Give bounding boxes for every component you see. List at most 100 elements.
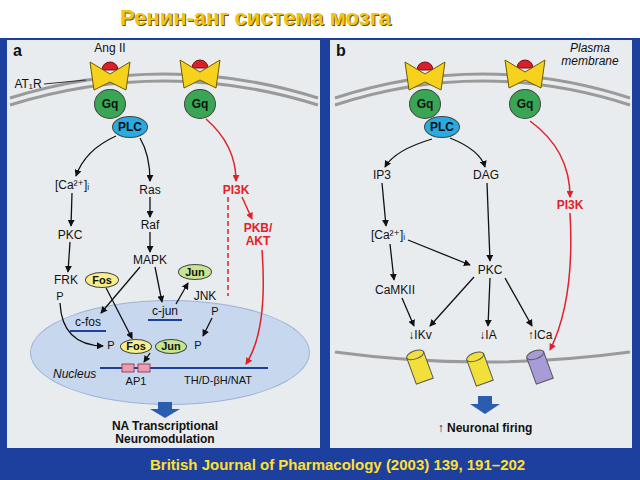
label-text: Plasma membrane xyxy=(561,41,618,68)
pathway-label: P xyxy=(211,305,218,318)
protein-oval: PLC xyxy=(112,116,148,138)
blue-frame xyxy=(0,38,640,480)
node-text: PLC xyxy=(118,121,142,133)
node-text: Gq xyxy=(102,98,119,110)
pathway-label: P xyxy=(56,290,63,303)
block-arrow xyxy=(470,396,500,414)
cell-membrane xyxy=(10,74,630,362)
label-text: c-fos xyxy=(75,315,101,329)
label-text: DAG xyxy=(473,168,499,182)
pathway-label: PKC xyxy=(478,264,503,277)
pathway-label: c-fos xyxy=(75,316,101,329)
angiotensin-ligand xyxy=(517,60,533,68)
pathway-label: Ang II xyxy=(94,42,125,55)
node-text: Gq xyxy=(517,98,534,110)
pathway-label: [Ca²⁺]ᵢ xyxy=(55,179,89,192)
label-text: MAPK xyxy=(133,253,167,267)
pathway-label: ↓IA xyxy=(479,329,496,342)
label-text: AT₁R xyxy=(14,77,41,91)
label-text: P xyxy=(194,339,201,351)
label-text: ↑ICa xyxy=(528,328,553,342)
pathway-label: CaMKII xyxy=(375,284,415,297)
protein-oval: Gq xyxy=(94,89,126,119)
label-text: Raf xyxy=(141,218,160,232)
caption: British Journal of Pharmacology (2003) 1… xyxy=(150,456,525,473)
protein-oval: Gq xyxy=(509,89,541,119)
at1-receptor xyxy=(505,60,545,88)
channel-top xyxy=(405,348,425,362)
pathway-label: ↑ICa xyxy=(528,329,553,342)
node-text: Fos xyxy=(126,341,146,352)
label-text: NA Transcriptional Neuromodulation xyxy=(112,419,218,446)
pathway-label: PKB/ AKT xyxy=(238,222,278,248)
receptor-symbols xyxy=(90,60,545,90)
pathway-label: PI3K xyxy=(557,199,584,212)
node-text: Fos xyxy=(92,275,112,286)
at1-receptor xyxy=(180,60,220,88)
pathway-arrows xyxy=(60,136,532,362)
node-text: Gq xyxy=(192,98,209,110)
pathway-label: P xyxy=(194,339,201,352)
label-text: P xyxy=(56,290,63,302)
pathway-label: MAPK xyxy=(133,254,167,267)
pathway-label: PI3K xyxy=(223,184,250,197)
angiotensin-ligand xyxy=(102,62,118,70)
node-text: Jun xyxy=(161,341,181,352)
pathway-label: ↓IKv xyxy=(408,329,431,342)
label-text: PI3K xyxy=(223,183,250,197)
pathway-label: Plasma membrane xyxy=(550,42,630,68)
label-text: [Ca²⁺]ᵢ xyxy=(55,178,89,192)
node-text: Gq xyxy=(417,98,434,110)
label-text: PKB/ AKT xyxy=(244,221,273,248)
protein-oval: Fos xyxy=(85,272,119,288)
node-text: b xyxy=(336,42,346,60)
label-text: Ang II xyxy=(94,41,125,55)
figure-panel: bGqPLC Gq xyxy=(330,40,632,448)
pathway-label: IP3 xyxy=(373,169,391,182)
channel-top xyxy=(465,350,485,364)
node-text: Nucleus xyxy=(53,367,96,381)
ion-channel-symbols xyxy=(405,348,553,386)
pathway-label: ↑ Neuronal firing xyxy=(438,422,533,435)
pathway-label: c-jun xyxy=(152,305,178,318)
ion-channel xyxy=(465,350,493,386)
label-text: ↑ Neuronal firing xyxy=(438,421,533,435)
channel-top xyxy=(525,348,545,362)
pathway-label: JNK xyxy=(194,290,217,303)
ap1-site xyxy=(122,364,134,372)
pathway-label: AP1 xyxy=(126,375,147,388)
label-text: P xyxy=(107,339,114,351)
pathway-label: NA Transcriptional Neuromodulation xyxy=(80,420,250,446)
pathway-label: Raf xyxy=(141,219,160,232)
label-text: JNK xyxy=(194,289,217,303)
node-text: PLC xyxy=(430,121,454,133)
angiotensin-ligand xyxy=(417,62,433,70)
pathway-label: DAG xyxy=(473,169,499,182)
label-text: Ras xyxy=(139,183,160,197)
ion-channel xyxy=(405,348,433,384)
figure-panel: aGqPLCGqFosJunNucleusFosJun xyxy=(7,40,320,448)
gene-line xyxy=(148,319,182,321)
gene-line xyxy=(70,330,106,332)
angiotensin-ligand xyxy=(192,60,208,68)
leader-line xyxy=(44,80,86,84)
protein-oval: Gq xyxy=(184,89,216,119)
label-text: [Ca²⁺]ᵢ xyxy=(371,228,405,242)
label-text: PKC xyxy=(478,263,503,277)
pathway-label: Ras xyxy=(139,184,160,197)
connector-arrow xyxy=(106,288,132,339)
at1-receptor xyxy=(90,62,130,90)
label-text: P xyxy=(211,305,218,317)
label-text: c-jun xyxy=(152,304,178,318)
label-text: CaMKII xyxy=(375,283,415,297)
protein-oval: PLC xyxy=(424,116,460,138)
pi3k-arrows xyxy=(206,119,571,364)
pathway-label: TH/D-βH/NAT xyxy=(184,374,252,387)
ion-channel xyxy=(525,348,553,384)
label-text: IP3 xyxy=(373,168,391,182)
ap1-site xyxy=(138,364,150,372)
protein-oval: Jun xyxy=(178,264,212,280)
label-text: PI3K xyxy=(557,198,584,212)
pathway-label: AT₁R xyxy=(14,78,41,91)
